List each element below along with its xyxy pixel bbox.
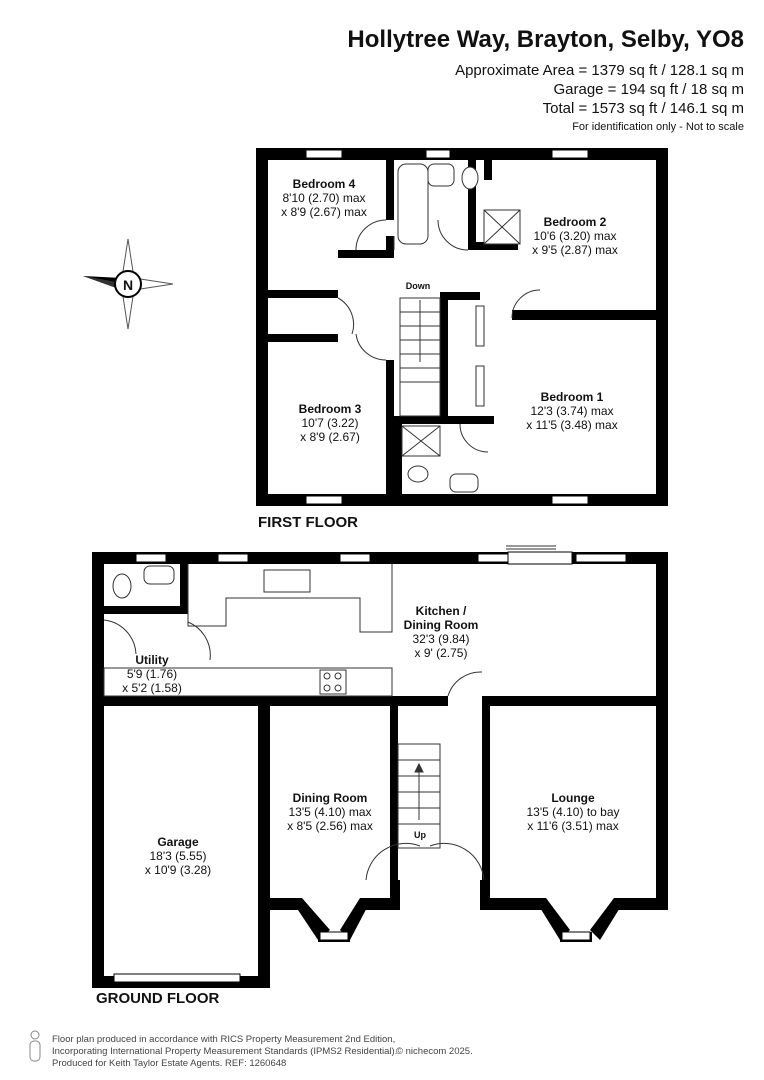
room-dim: 10'6 (3.20) max	[533, 229, 617, 243]
ground-floor-label: GROUND FLOOR	[96, 990, 220, 1007]
scale-note: For identification only - Not to scale	[572, 121, 744, 133]
stairs-up-label: Up	[414, 830, 426, 840]
room-name: Bedroom 1	[540, 390, 604, 404]
room-bedroom-1: Bedroom 1 12'3 (3.74) max x 11'5 (3.48) …	[526, 390, 617, 432]
room-bedroom-3: Bedroom 3 10'7 (3.22) x 8'9 (2.67)	[299, 402, 362, 444]
ground-floor-windows	[113, 551, 627, 983]
first-floor-fixtures	[337, 163, 541, 493]
room-dim: x 9'5 (2.87) max	[532, 243, 618, 257]
room-garage: Garage 18'3 (5.55) x 10'9 (3.28)	[145, 835, 211, 877]
garage-area-line: Garage = 194 sq ft / 18 sq m	[553, 81, 744, 98]
room-dim: x 10'9 (3.28)	[144, 863, 212, 877]
property-address: Hollytree Way, Brayton, Selby, YO8	[347, 26, 744, 53]
room-bedroom-2: Bedroom 2 10'6 (3.20) max x 9'5 (2.87) m…	[532, 215, 618, 257]
room-dim: 13'5 (4.10) max	[288, 805, 372, 819]
first-floor-walls	[256, 148, 668, 506]
footer-line: Floor plan produced in accordance with R…	[52, 1034, 396, 1045]
room-dim: x 11'6 (3.51) max	[527, 819, 619, 833]
room-dim: 32'3 (9.84)	[412, 632, 470, 646]
room-utility: Utility 5'9 (1.76) x 5'2 (1.58)	[122, 653, 182, 695]
accessibility-person-icon	[29, 1030, 41, 1062]
room-bedroom-4: Bedroom 4 8'10 (2.70) max x 8'9 (2.67) m…	[281, 177, 367, 219]
first-floor-label: FIRST FLOOR	[258, 514, 358, 531]
room-name: Lounge	[551, 791, 595, 805]
room-dim: x 8'5 (2.56) max	[287, 819, 373, 833]
room-dim: 18'3 (5.55)	[149, 849, 207, 863]
footer-line: Incorporating International Property Mea…	[52, 1046, 398, 1057]
footer-copyright: © nichecom 2025.	[396, 1046, 473, 1057]
room-name: Kitchen /	[415, 604, 467, 618]
room-dim: 5'9 (1.76)	[126, 667, 178, 681]
compass-icon	[83, 238, 174, 330]
room-dim: 10'7 (3.22)	[301, 416, 359, 430]
ground-floor-fixtures	[103, 545, 556, 881]
room-lounge: Lounge 13'5 (4.10) to bay x 11'6 (3.51) …	[526, 791, 619, 833]
room-dim: x 5'2 (1.58)	[122, 681, 182, 695]
room-dim: x 11'5 (3.48) max	[526, 418, 618, 432]
room-dim: 13'5 (4.10) to bay	[526, 805, 620, 819]
room-name: Bedroom 3	[298, 402, 362, 416]
total-area-line: Total = 1573 sq ft / 146.1 sq m	[542, 100, 744, 117]
approx-area-line: Approximate Area = 1379 sq ft / 128.1 sq…	[455, 62, 744, 79]
room-name: Bedroom 4	[292, 177, 356, 191]
room-dim: x 8'9 (2.67)	[300, 430, 360, 444]
room-dim: 12'3 (3.74) max	[530, 404, 614, 418]
room-dim: 8'10 (2.70) max	[282, 191, 366, 205]
room-name: Dining Room	[292, 791, 368, 805]
footer-disclaimer: Floor plan produced in accordance with R…	[52, 1034, 473, 1070]
room-kitchen-dining: Kitchen / Dining Room 32'3 (9.84) x 9' (…	[404, 604, 479, 660]
first-floor-windows	[305, 149, 589, 505]
stairs-down-label: Down	[405, 281, 431, 291]
room-name: Garage	[157, 835, 199, 849]
footer-line: Produced for Keith Taylor Estate Agents.…	[52, 1058, 287, 1069]
room-dining: Dining Room 13'5 (4.10) max x 8'5 (2.56)…	[287, 791, 373, 833]
compass-north-label: N	[122, 277, 134, 293]
ground-floor-walls	[92, 552, 668, 988]
room-dim: x 8'9 (2.67) max	[281, 205, 367, 219]
room-name-2: Dining Room	[403, 618, 479, 632]
room-dim: x 9' (2.75)	[414, 646, 468, 660]
room-name: Bedroom 2	[543, 215, 607, 229]
room-name: Utility	[135, 653, 169, 667]
